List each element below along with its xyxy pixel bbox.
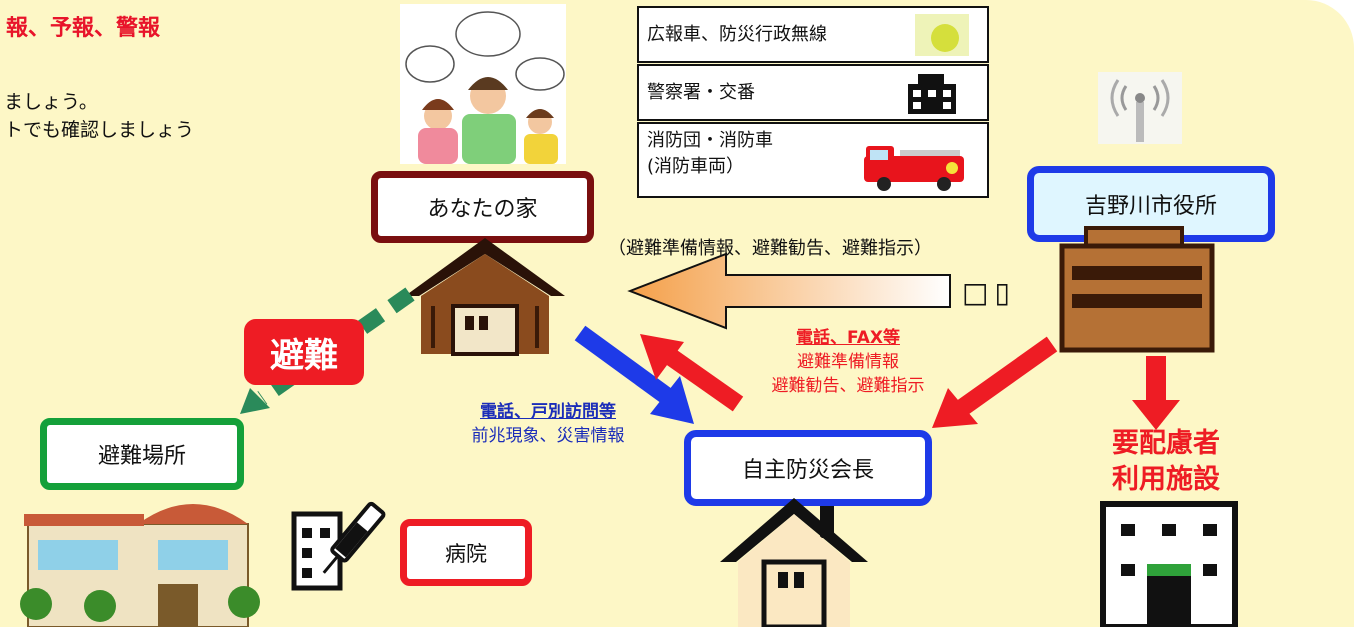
hospital-icon — [291, 501, 386, 591]
blue-route-title: 電話、戸別訪問等 — [480, 402, 616, 422]
red-arrow-to-leader-head — [932, 388, 978, 428]
red-route-title: 電話、FAX等 — [796, 328, 900, 348]
red-arrow-down-shaft — [1146, 356, 1166, 400]
legend-row-1-text: 広報車、防災行政無線 — [647, 24, 827, 45]
fire-engine-icon — [864, 146, 964, 191]
blue-arrow-head — [650, 376, 694, 424]
home-house-icon — [405, 238, 565, 356]
blue-route-label: 電話、戸別訪問等 前兆現象、災害情報 — [450, 400, 646, 448]
care-facility-line-1: 要配慮者 — [1112, 428, 1220, 459]
city-office-building-icon — [1059, 226, 1215, 353]
red-arrow-to-home-head — [640, 334, 684, 380]
arrow-tail-glyphs: □▯ — [962, 276, 1016, 309]
care-facility-building-icon — [1100, 501, 1238, 627]
legend-row-2-text: 警察署・交番 — [647, 82, 755, 103]
blue-arrow-shaft — [574, 325, 678, 408]
pr-vehicle-icon — [915, 14, 969, 56]
broadcast-arrow — [627, 252, 951, 330]
evacuation-site-label: 避難場所 — [40, 418, 244, 490]
evacuation-arrow-head — [240, 388, 270, 414]
red-route-line-2: 避難勧告、避難指示 — [771, 376, 925, 396]
your-home-label: あなたの家 — [371, 171, 594, 243]
blue-route-line-1: 前兆現象、災害情報 — [471, 426, 625, 446]
evacuation-info-label: （避難準備情報、避難勧告、避難指示） — [608, 238, 932, 259]
disaster-leader-label: 自主防災会長 — [684, 430, 932, 506]
police-station-icon — [908, 74, 956, 114]
legend-row-3-text-1: 消防団・消防車 — [647, 130, 773, 151]
care-facility-label: 要配慮者 利用施設 — [1106, 426, 1226, 498]
family-illustration — [400, 4, 566, 164]
legend-row-3-text-2: (消防車両） — [647, 156, 745, 177]
antenna-icon — [1098, 72, 1182, 144]
red-arrow-to-leader-shaft — [956, 336, 1058, 416]
evacuation-site-building-icon — [20, 504, 260, 627]
hospital-label: 病院 — [400, 519, 532, 586]
red-arrow-down-head — [1132, 400, 1180, 430]
red-route-line-1: 避難準備情報 — [797, 352, 899, 372]
notes: ましょう。 トでも確認しましょう — [4, 88, 194, 144]
note-line-2: トでも確認しましょう — [4, 119, 195, 141]
care-facility-line-2: 利用施設 — [1112, 464, 1220, 495]
red-route-label: 電話、FAX等 避難準備情報 避難勧告、避難指示 — [750, 326, 946, 398]
evacuate-badge: 避難 — [244, 319, 364, 385]
page-title: 報、予報、警報 — [6, 16, 161, 41]
red-arrow-to-home-shaft — [658, 344, 744, 412]
leader-house-icon — [720, 498, 868, 627]
note-line-1: ましょう。 — [4, 91, 98, 113]
